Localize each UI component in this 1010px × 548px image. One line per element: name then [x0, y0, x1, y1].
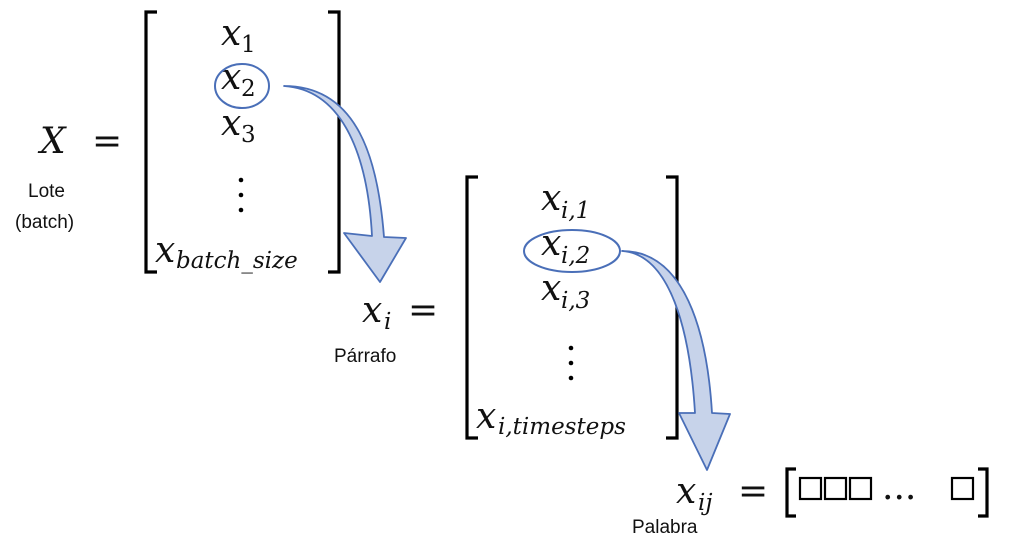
- entry-x-batch-size: x batch_size: [155, 230, 298, 274]
- entry-var: x: [221, 13, 241, 54]
- word-box-2: [823, 476, 848, 501]
- ellipsis-xij: ...: [882, 467, 916, 508]
- left-bracket-xij: [785, 467, 796, 518]
- right-bracket-xij: [978, 467, 989, 518]
- entry-xi3: x i,3: [541, 268, 590, 314]
- label-palabra: Palabra: [632, 517, 698, 538]
- entry-var: x: [221, 103, 241, 144]
- symbol-xij-sub: ij: [698, 490, 713, 516]
- right-bracket-xi: [666, 175, 679, 440]
- entry-xi1: x i,1: [541, 178, 590, 224]
- right-bracket-X: [328, 10, 341, 274]
- highlight-circle-x2: [214, 63, 270, 109]
- entry-sub: 3: [241, 122, 256, 148]
- symbol-xij: x: [676, 471, 696, 512]
- entry-xi2: x i,2: [541, 223, 590, 269]
- entry-var: x: [221, 57, 241, 98]
- word-box-last: [950, 476, 975, 501]
- entry-sub: i,2: [561, 243, 590, 269]
- matrix-x: X = x 1 x 2 x 3 x batch_size Lote (batch…: [15, 10, 341, 274]
- word-box-1: [798, 476, 823, 501]
- entry-x1: x 1: [221, 13, 256, 58]
- equals-xij: =: [738, 471, 768, 512]
- entry-sub: i,timesteps: [498, 414, 626, 440]
- entry-var: x: [476, 396, 496, 437]
- equals-X: =: [92, 121, 122, 162]
- left-bracket-X: [144, 10, 157, 274]
- left-bracket-xi: [465, 175, 478, 440]
- entry-var: x: [541, 223, 561, 264]
- entry-sub: batch_size: [176, 248, 298, 274]
- symbol-xi-sub: i: [384, 309, 391, 335]
- arrow-batch-to-paragraph: [283, 85, 407, 283]
- label-batch: (batch): [15, 212, 74, 233]
- entry-sub: i,3: [561, 288, 590, 314]
- highlight-circle-xi2: [523, 229, 621, 273]
- entry-var: x: [541, 178, 561, 219]
- equals-xi: =: [408, 290, 438, 331]
- symbol-X: X: [37, 121, 67, 162]
- entry-x3: x 3: [221, 103, 256, 148]
- symbol-xi: x: [362, 290, 382, 331]
- entry-sub: 1: [241, 32, 256, 58]
- word-box-3: [848, 476, 873, 501]
- label-lote: Lote: [28, 181, 65, 202]
- matrix-xi: x i = x i,1 x i,2 x i,3 x i,timesteps Pá…: [334, 175, 679, 440]
- vertical-dots-xi: [568, 345, 574, 381]
- vertical-dots-X: [238, 177, 244, 213]
- entry-xi-timesteps: x i,timesteps: [476, 396, 626, 440]
- label-parrafo: Párrafo: [334, 346, 396, 367]
- vector-xij: x ij = ... Palabra: [632, 467, 989, 538]
- entry-sub: 2: [241, 76, 256, 102]
- entry-var: x: [541, 268, 561, 309]
- arrow-paragraph-to-word: [621, 250, 731, 471]
- entry-sub: i,1: [561, 198, 590, 224]
- entry-var: x: [155, 230, 175, 271]
